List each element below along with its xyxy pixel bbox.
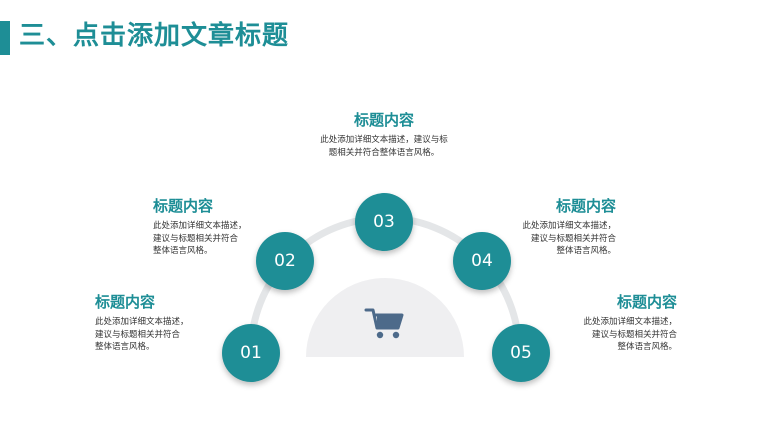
page-title: 三、点击添加文章标题 bbox=[19, 21, 290, 51]
title-accent-bar bbox=[0, 21, 10, 55]
block-description: 此处添加详细文本描述， 建议与标题相关并符合 整体语言风格。 bbox=[583, 317, 677, 352]
block-title: 标题内容 bbox=[153, 197, 214, 215]
step-node-04: 04 bbox=[453, 232, 511, 290]
block-title: 标题内容 bbox=[616, 293, 677, 311]
content-block-upper-right: 标题内容 此处添加详细文本描述， 建议与标题相关并符合 整体语言风格。 bbox=[506, 196, 616, 258]
content-block-lower-right: 标题内容 此处添加详细文本描述， 建议与标题相关并符合 整体语言风格。 bbox=[567, 292, 677, 354]
content-block-upper-left: 标题内容 此处添加详细文本描述， 建议与标题相关并符合 整体语言风格。 bbox=[153, 196, 263, 258]
block-description: 此处添加详细文本描述， 建议与标题相关并符合 整体语言风格。 bbox=[522, 221, 616, 256]
shopping-cart-icon bbox=[364, 308, 404, 339]
block-description: 此处添加详细文本描述，建议与标 题相关并符合整体语言风格。 bbox=[320, 135, 448, 158]
content-block-lower-left: 标题内容 此处添加详细文本描述， 建议与标题相关并符合 整体语言风格。 bbox=[95, 292, 205, 354]
step-node-03: 03 bbox=[355, 193, 413, 251]
step-node-01: 01 bbox=[222, 324, 280, 382]
block-description: 此处添加详细文本描述， 建议与标题相关并符合 整体语言风格。 bbox=[153, 221, 247, 256]
block-title: 标题内容 bbox=[95, 293, 156, 311]
block-title: 标题内容 bbox=[353, 111, 414, 129]
step-node-05: 05 bbox=[492, 324, 550, 382]
content-block-top: 标题内容 此处添加详细文本描述，建议与标 题相关并符合整体语言风格。 bbox=[300, 110, 468, 159]
step-node-02: 02 bbox=[256, 232, 314, 290]
block-title: 标题内容 bbox=[555, 197, 616, 215]
block-description: 此处添加详细文本描述， 建议与标题相关并符合 整体语言风格。 bbox=[95, 317, 189, 352]
